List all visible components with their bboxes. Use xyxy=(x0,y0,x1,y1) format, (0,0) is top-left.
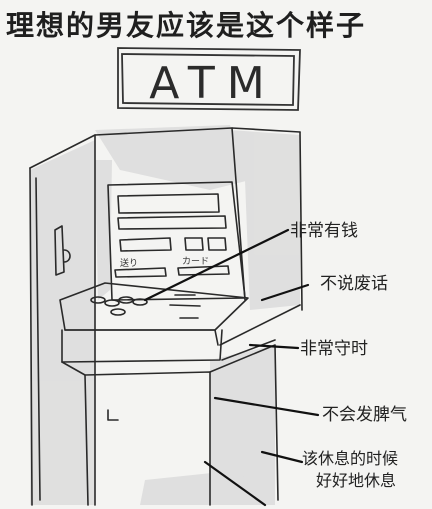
label-punctual: 非常守时 xyxy=(300,339,368,359)
panel-right-label: カード xyxy=(182,257,210,267)
panel-left-label: 送り xyxy=(120,259,139,269)
label-rich: 非常有钱 xyxy=(290,221,358,241)
atm-sign xyxy=(117,47,301,111)
shading xyxy=(30,125,300,505)
page-title: 理想的男友应该是这个样子 xyxy=(6,9,367,42)
label-quiet: 不说废话 xyxy=(320,274,388,294)
label-calm: 不会发脾气 xyxy=(322,405,407,425)
label-rest-line2: 好好地休息 xyxy=(316,471,397,490)
atm-body xyxy=(29,127,303,506)
pointer-lines xyxy=(143,228,320,507)
label-rest-line1: 该休息的时候 xyxy=(302,449,399,468)
atm-sign-text: ATM xyxy=(149,58,277,109)
